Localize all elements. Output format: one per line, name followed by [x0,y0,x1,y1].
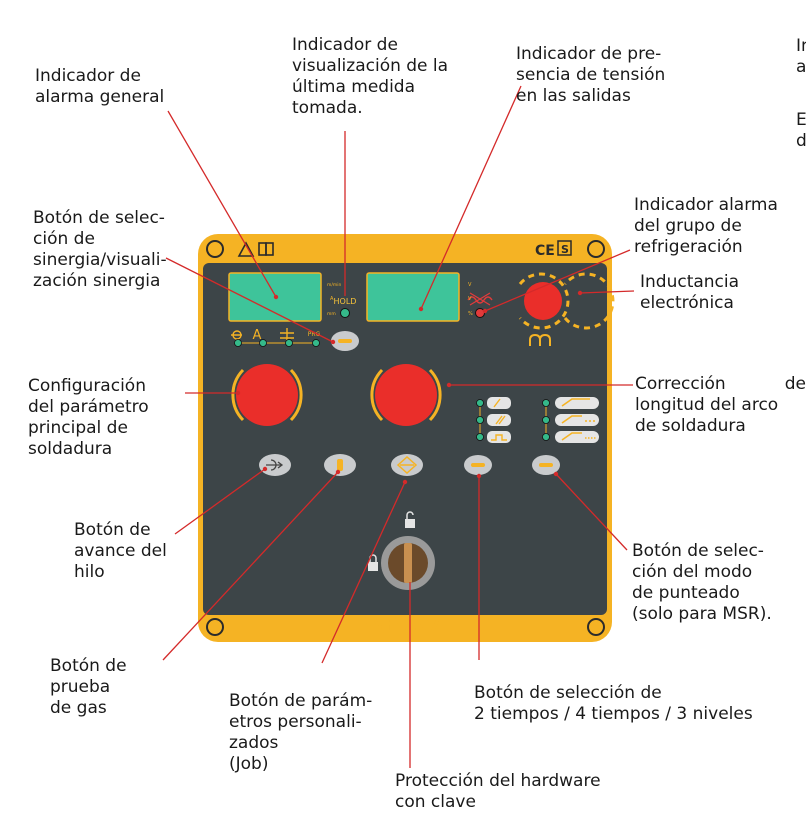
label-cooling-alarm: Indicador alarma del grupo de refrigerac… [634,195,778,257]
3-level-icon [487,431,511,443]
unit-label: m/min [327,282,342,288]
wire-feed-button[interactable] [259,454,291,476]
label-arc-correction-2: longitud del arco [635,395,779,415]
inductance-icon [529,333,551,346]
model-label: WF-107 [365,614,442,635]
wire-feed-icon [266,459,284,471]
key-switch[interactable] [381,536,435,590]
spot-mode-3-icon [555,431,599,443]
trigger-mode-button[interactable] [464,455,492,475]
label-wire-feed: Botón de avance del hilo [74,520,167,582]
label-arc-correction-1: Corrección de [635,374,806,394]
unit-label: % [468,311,473,317]
label-trigger-mode: Botón de selección de 2 tiempos / 4 tiem… [474,683,753,724]
prg-mode-label: PRG [308,331,321,338]
job-button[interactable] [391,454,423,476]
label-spot-mode: Botón de selec- ción del modo de puntead… [632,541,772,624]
arc-length-knob[interactable] [370,364,442,426]
spot-mode-1-icon [555,397,599,409]
synergy-button[interactable] [331,331,359,351]
label-general-alarm: Indicador de alarma general [35,66,165,107]
label-output-voltage: Indicador de pre- sencia de tensión en l… [516,44,666,106]
main-parameter-knob[interactable] [231,364,303,426]
padlock-open-icon [405,511,415,528]
spot-mode-button[interactable] [532,455,560,475]
2t-icon [487,397,511,409]
unit-label: V [468,296,472,302]
ce-mark: CE [535,243,555,259]
unit-label: A [330,296,334,302]
s-mark: S [561,243,569,256]
right-display: V V % [366,272,473,322]
screw-hole-icon [587,618,605,636]
label-last-measure: Indicador de visualización de la última … [292,35,449,118]
hold-text: HOLD [334,297,357,306]
label-job-button: Botón de parám- etros personali- zados (… [229,691,373,774]
gas-test-button[interactable] [324,454,356,476]
unit-label: V [468,282,472,288]
label-synergy-button: Botón de selec- ción de sinergia/visuali… [33,208,167,291]
label-cut-off-top: In a [796,36,806,77]
unit-label: mm [327,312,336,317]
label-arc-correction-3: de soldadura [635,416,746,436]
label-inductance: Inductancia electrónica [640,272,740,313]
label-main-parameter: Configuración del parámetro principal de… [28,376,149,459]
spot-mode-indicators [542,397,599,443]
label-key-protection: Protección del hardware con clave [395,771,601,812]
label-cut-off-mid: E d [796,110,806,151]
hold-indicator: HOLD [334,297,357,318]
gas-cylinder-icon [337,459,343,471]
label-gas-test: Botón de prueba de gas [50,656,127,718]
job-icon [396,455,418,475]
trigger-mode-indicators [476,397,511,443]
spot-mode-2-icon [555,414,599,426]
